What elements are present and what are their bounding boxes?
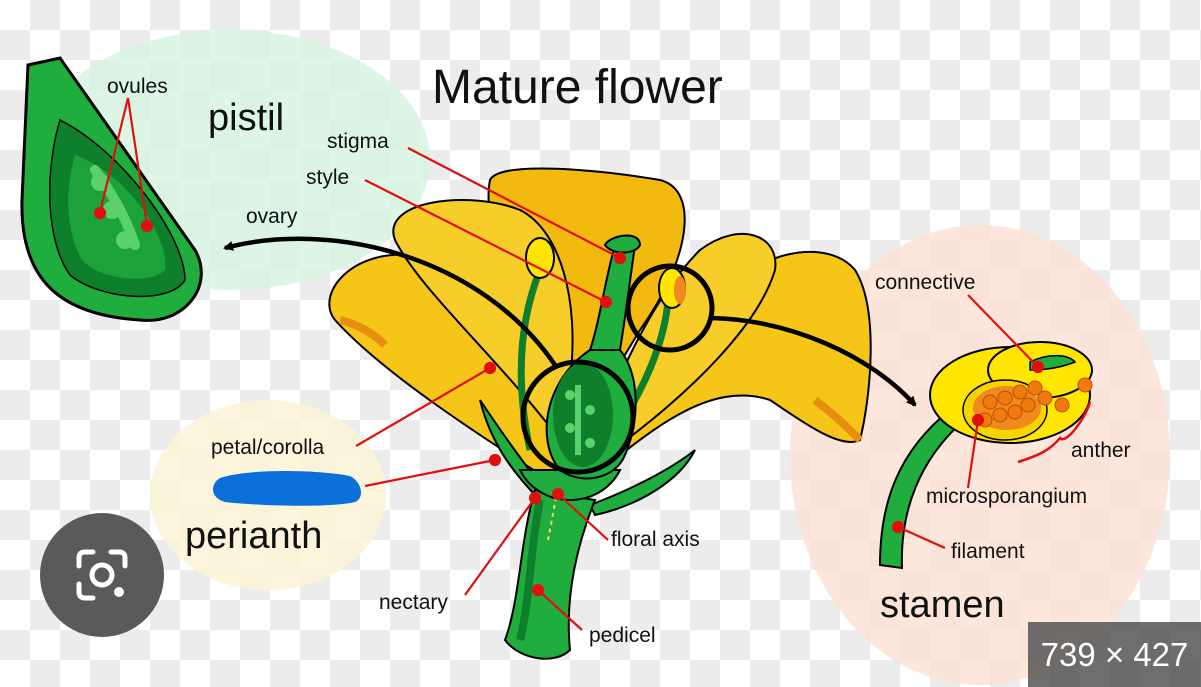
- label-ovary: ovary: [246, 205, 298, 228]
- label-microsporangium: microsporangium: [926, 485, 1087, 508]
- label-petal-corolla: petal/corolla: [211, 436, 325, 459]
- arrow-to-stamen: [711, 315, 917, 407]
- lens-camera-icon: [76, 549, 128, 601]
- arrow-to-pistil: [223, 236, 557, 367]
- anther-zoom-circle: [625, 263, 715, 353]
- sepal-right: [588, 449, 696, 517]
- label-anther: anther: [1071, 439, 1131, 462]
- ovary-zoom-circle: [520, 359, 636, 475]
- google-lens-button[interactable]: [40, 513, 164, 637]
- flower-main: [328, 167, 872, 660]
- label-pedicel: pedicel: [589, 624, 656, 647]
- pistil-detail: [20, 56, 203, 322]
- label-ovules: ovules: [107, 75, 168, 98]
- pollen-grains: [977, 377, 1093, 428]
- section-perianth-label: perianth: [185, 515, 322, 557]
- stamen-bubble: [790, 225, 1170, 685]
- diagram-title: Mature flower: [432, 61, 723, 114]
- label-nectary: nectary: [379, 591, 448, 614]
- section-pistil-label: pistil: [208, 97, 284, 139]
- anther-bracket: [1017, 401, 1092, 464]
- leader-lines: [93, 97, 1045, 631]
- label-floral-axis: floral axis: [611, 528, 700, 551]
- image-size-badge: 739 × 427: [1028, 622, 1201, 687]
- blue-redaction-mark: [213, 471, 362, 506]
- label-connective: connective: [875, 271, 975, 294]
- label-stigma: stigma: [327, 130, 389, 153]
- label-filament: filament: [951, 540, 1025, 563]
- label-style: style: [306, 166, 349, 189]
- section-stamen-label: stamen: [880, 584, 1005, 626]
- stigma-shape: [603, 234, 642, 254]
